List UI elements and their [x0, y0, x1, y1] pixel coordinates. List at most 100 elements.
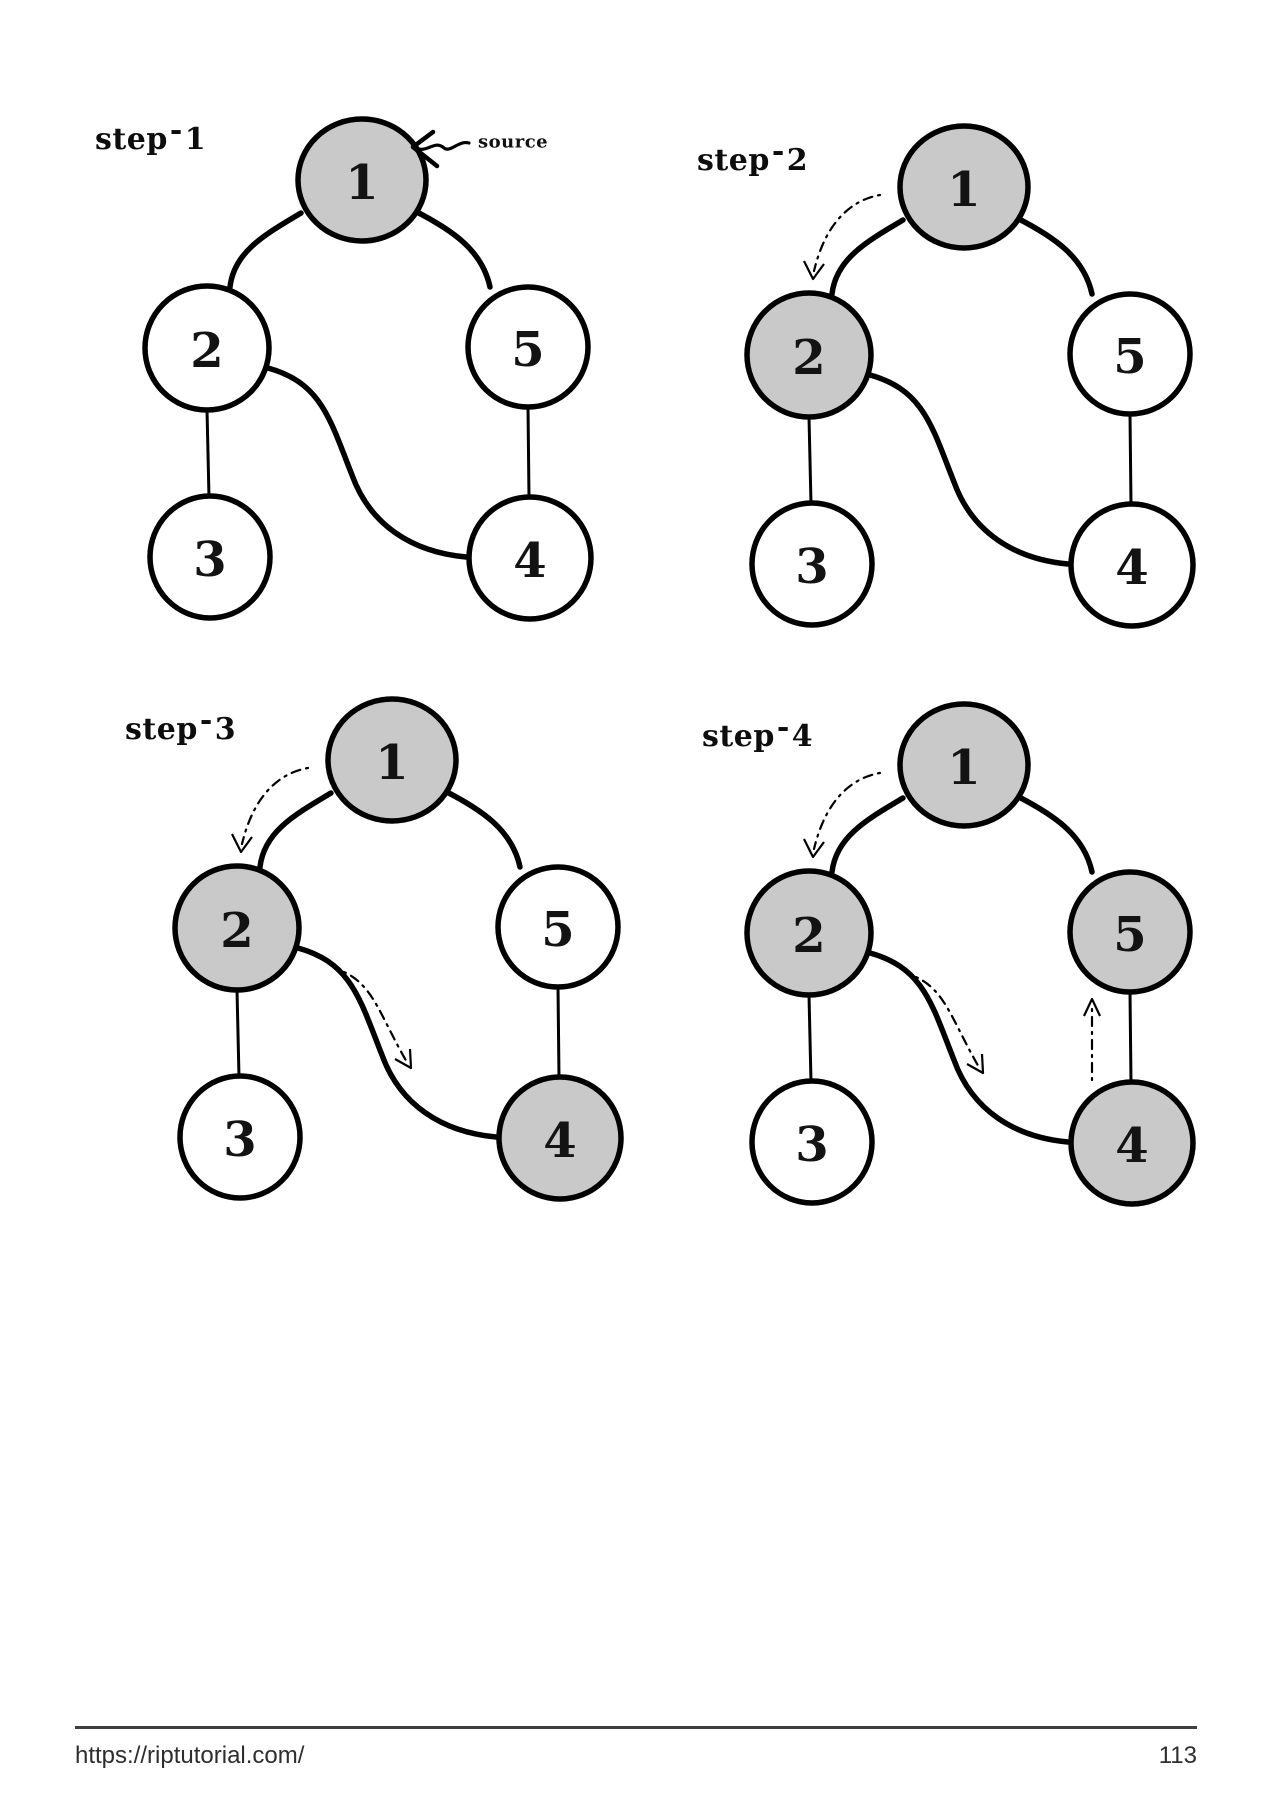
node-circle	[744, 868, 874, 998]
arrowhead-icon	[231, 833, 253, 854]
graph-node-5: 5	[465, 284, 591, 410]
graph-node-2: 2	[172, 863, 302, 993]
node-circle	[897, 701, 1031, 829]
step-label-prefix: step	[95, 122, 168, 157]
node-label: 5	[1113, 329, 1146, 385]
graph-edge-1-2	[829, 217, 906, 297]
graph-edge-2-3	[807, 415, 813, 506]
node-circle	[749, 1078, 875, 1206]
graph-edge-1-5	[1014, 793, 1095, 875]
source-annotation: source	[410, 129, 548, 169]
node-circle	[325, 696, 459, 824]
node-label: 1	[947, 162, 980, 218]
node-label: 2	[190, 323, 223, 379]
graph-edge-2-4	[867, 372, 1071, 567]
step-label-separator: -	[169, 113, 183, 148]
traversal-arrow-1-2	[803, 771, 882, 859]
graph-node-5: 5	[1067, 869, 1193, 995]
graph-edge-5-4	[1128, 990, 1133, 1085]
step-label-separator: -	[771, 134, 785, 169]
graph-edge-2-4	[265, 365, 469, 560]
node-label: 1	[375, 735, 408, 791]
node-label: 4	[1115, 1118, 1148, 1174]
graph-node-4: 4	[1068, 501, 1196, 629]
step-label-number: 2	[786, 143, 809, 178]
node-circle	[172, 863, 302, 993]
node-label: 3	[193, 532, 226, 588]
node-circle	[1068, 501, 1196, 629]
node-circle	[1067, 291, 1193, 417]
footer-url[interactable]: https://riptutorial.com/	[75, 1742, 305, 1769]
graph-node-5: 5	[495, 864, 621, 990]
traversal-arrow-path	[812, 193, 882, 273]
arrowhead-icon	[1083, 997, 1101, 1017]
node-circle	[142, 283, 272, 413]
node-circle	[295, 116, 429, 244]
step-label-separator: -	[199, 703, 213, 738]
graph-node-3: 3	[177, 1073, 303, 1201]
step-label-prefix: step	[697, 143, 770, 178]
graph-node-5: 5	[1067, 291, 1193, 417]
graph-edge-2-3	[807, 993, 813, 1084]
graph-node-1: 1	[325, 696, 459, 824]
graph-edge-5-4	[556, 985, 561, 1080]
step-label-number: 1	[184, 122, 207, 157]
node-label: 2	[792, 908, 825, 964]
traversal-arrow-1-2	[803, 193, 882, 281]
graph-edge-1-5	[412, 208, 493, 290]
source-arrow-icon	[410, 129, 440, 169]
node-label: 5	[1113, 907, 1146, 963]
page-footer: https://riptutorial.com/ 113	[75, 1726, 1197, 1770]
traversal-arrow-4-5	[1083, 997, 1101, 1082]
traversal-arrow-2-4	[914, 975, 985, 1075]
node-label: 2	[792, 330, 825, 386]
step-label-number: 3	[214, 712, 237, 747]
graph-edge-1-5	[442, 788, 523, 870]
node-circle	[496, 1074, 624, 1202]
step-label-prefix: step	[702, 719, 775, 754]
arrowhead-icon	[394, 1048, 413, 1070]
graph-node-3: 3	[147, 493, 273, 621]
graph-node-3: 3	[749, 500, 875, 628]
graph-node-4: 4	[466, 494, 594, 622]
graph-node-2: 2	[142, 283, 272, 413]
node-circle	[1067, 869, 1193, 995]
graph-edge-1-2	[227, 210, 304, 290]
node-label: 4	[1115, 540, 1148, 596]
graph-edge-5-4	[526, 405, 531, 500]
node-label: 3	[223, 1112, 256, 1168]
graph-edge-1-2	[257, 790, 334, 870]
node-label: 1	[345, 155, 378, 211]
step-label-number: 4	[791, 719, 814, 754]
node-label: 2	[220, 903, 253, 959]
traversal-arrow-1-2	[231, 766, 310, 854]
graph-edge-2-3	[205, 408, 211, 499]
graph-node-4: 4	[1068, 1079, 1196, 1207]
graph-edge-2-4	[295, 945, 499, 1140]
node-label: 5	[511, 322, 544, 378]
graph-node-3: 3	[749, 1078, 875, 1206]
node-circle	[177, 1073, 303, 1201]
graph-node-1: 1	[897, 701, 1031, 829]
node-label: 3	[795, 1117, 828, 1173]
step-label: step-2	[697, 134, 809, 178]
graph-edge-1-2	[829, 795, 906, 875]
node-circle	[749, 500, 875, 628]
node-circle	[897, 123, 1031, 251]
graph-node-2: 2	[744, 868, 874, 998]
graph-node-1: 1	[295, 116, 429, 244]
node-circle	[466, 494, 594, 622]
traversal-arrow-2-4	[342, 970, 413, 1070]
traversal-arrow-path	[342, 970, 410, 1066]
node-label: 3	[795, 539, 828, 595]
graph-edge-2-3	[235, 988, 241, 1079]
step-label-prefix: step	[125, 712, 198, 747]
graph-node-1: 1	[897, 123, 1031, 251]
arrowhead-icon	[803, 260, 825, 281]
node-label: 1	[947, 740, 980, 796]
graph-canvas-step-3: 1 2 3 4 5	[172, 696, 624, 1202]
node-label: 4	[543, 1113, 576, 1169]
